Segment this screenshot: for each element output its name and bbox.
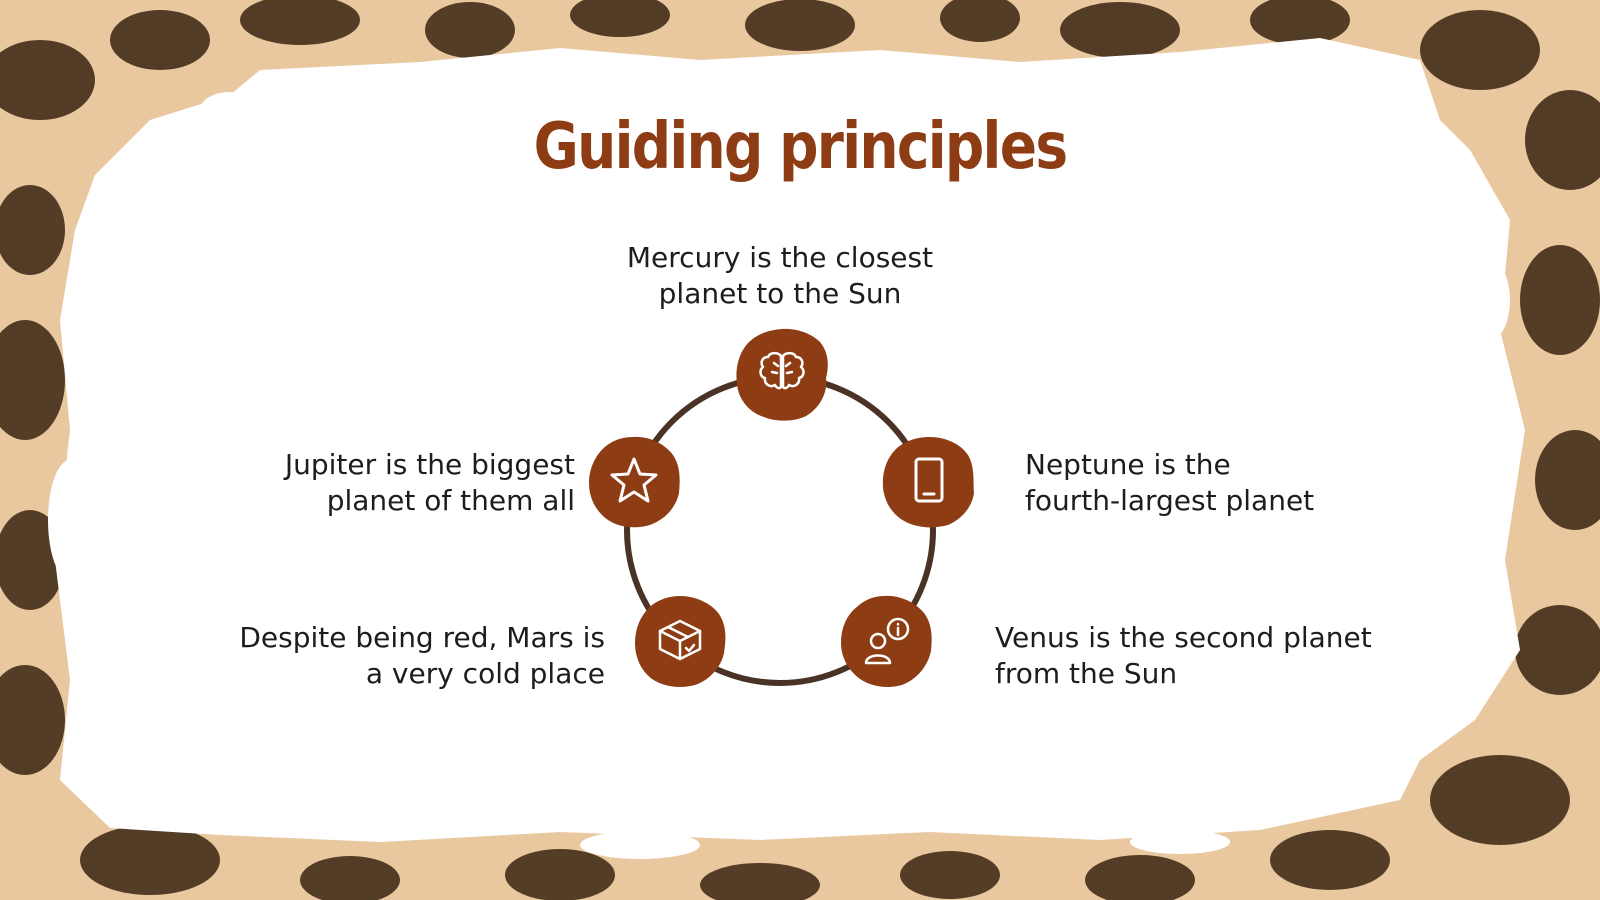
- box-check-node: [632, 593, 728, 689]
- tablet-node: [880, 433, 976, 529]
- node-label-mercury: Mercury is the closest planet to the Sun: [626, 241, 934, 310]
- box-check-icon: [635, 596, 726, 687]
- brain-icon: [736, 328, 828, 421]
- user-info-node: [838, 593, 934, 689]
- star-icon: [589, 436, 680, 528]
- star-node: [586, 433, 682, 529]
- tablet-icon: [882, 437, 974, 528]
- brain-node: [734, 326, 830, 422]
- node-label-mars: Despite being red, Mars is a very cold p…: [239, 621, 605, 690]
- node-label-neptune: Neptune is the fourth-largest planet: [1025, 448, 1315, 517]
- node-label-jupiter: Jupiter is the biggest planet of them al…: [284, 448, 575, 517]
- user-info-icon: [841, 595, 932, 687]
- slide-title: Guiding principles: [533, 110, 1068, 184]
- node-label-venus: Venus is the second planet from the Sun: [995, 621, 1372, 690]
